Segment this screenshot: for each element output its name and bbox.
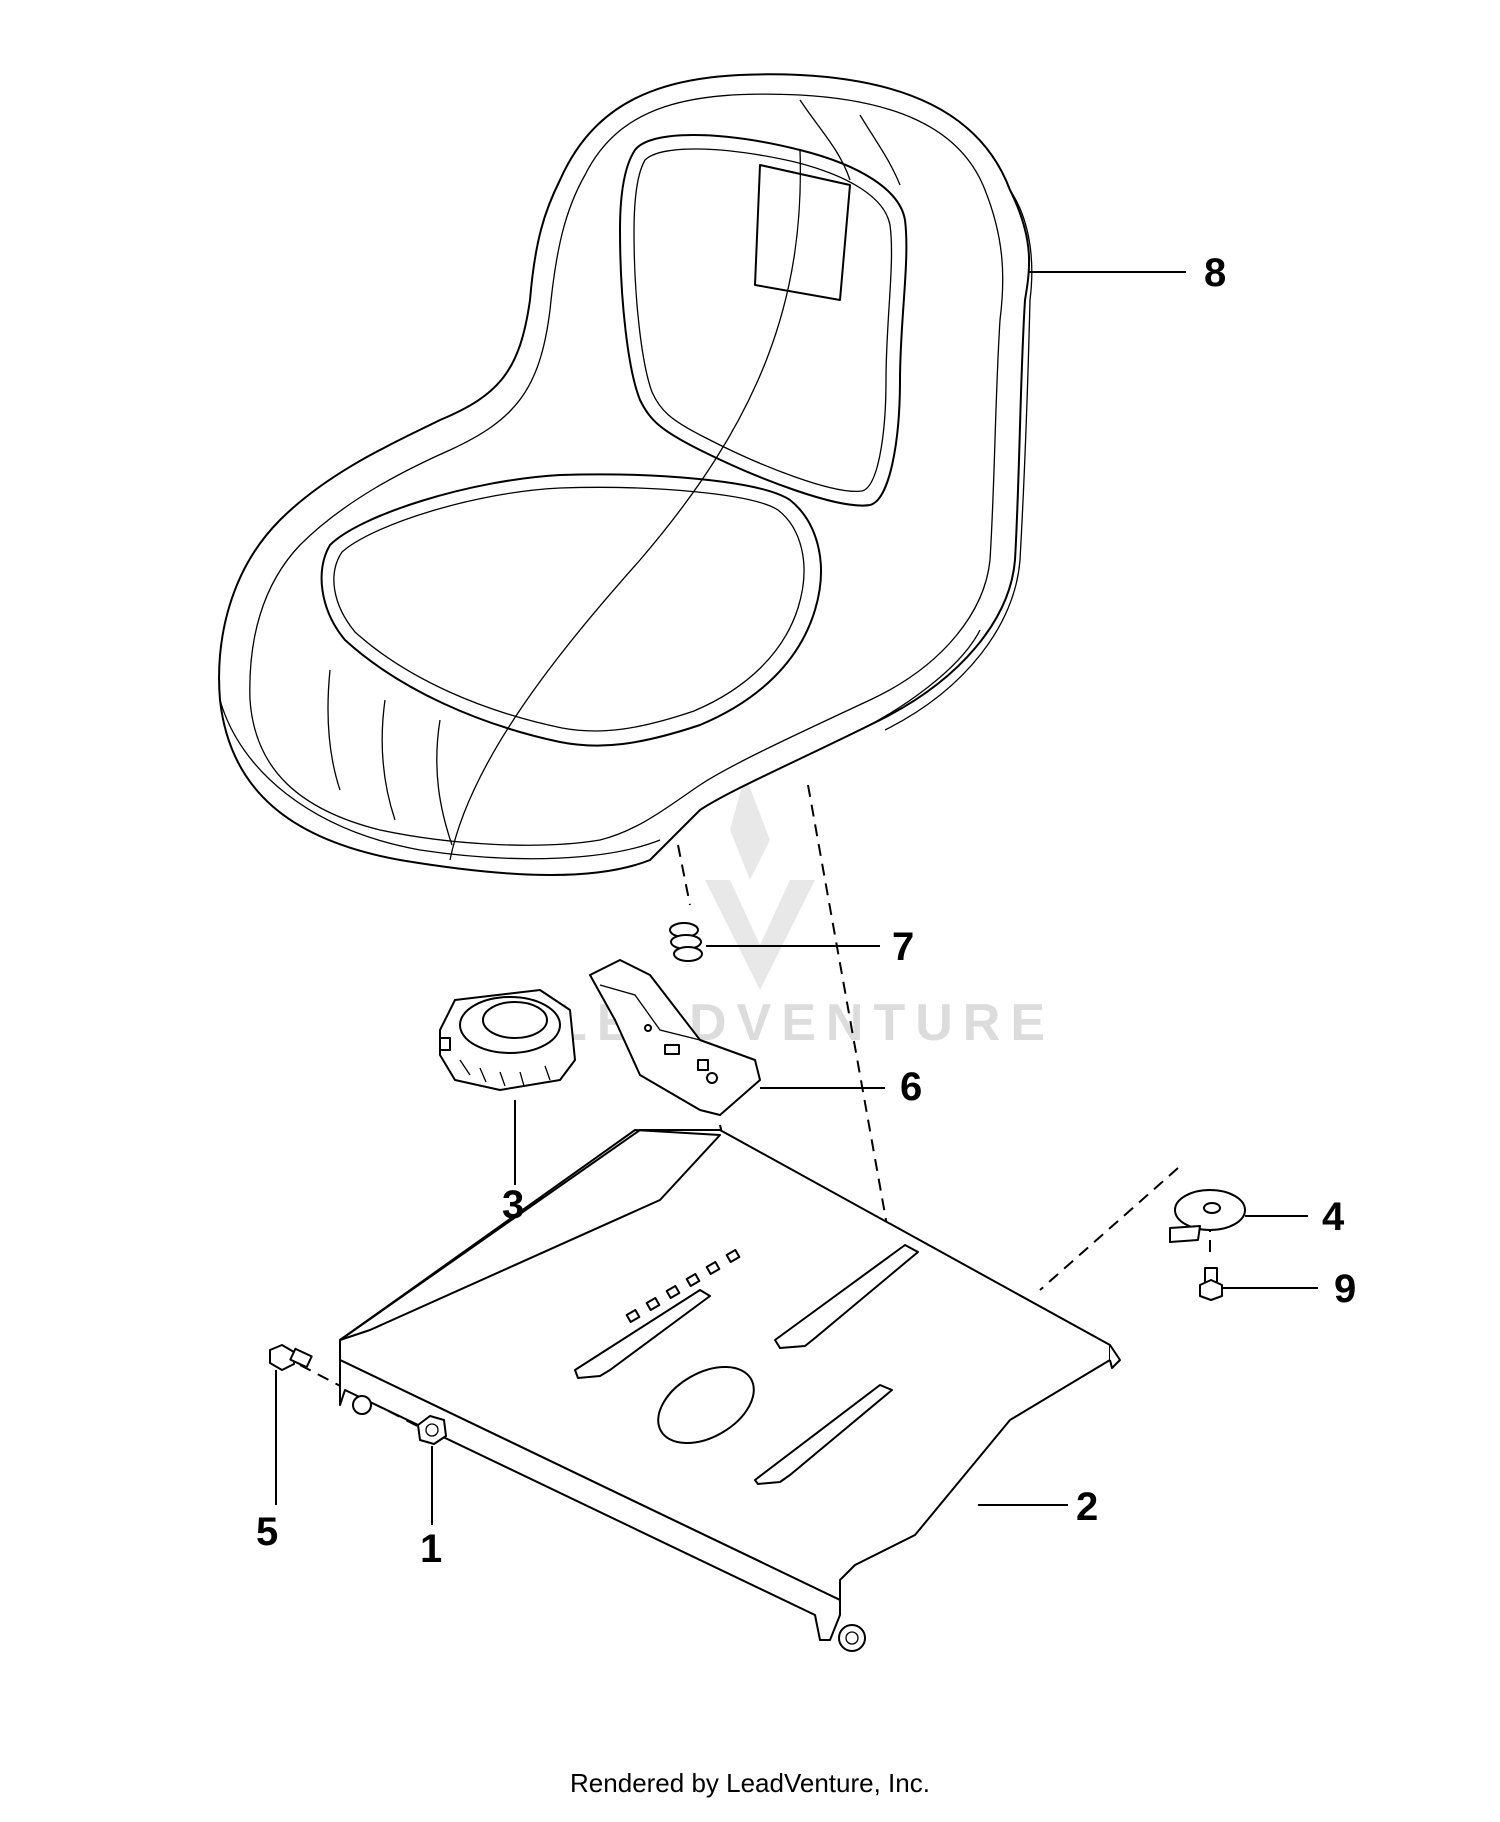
callout-5[interactable]: 5 <box>256 1510 278 1554</box>
render-credit: Rendered by LeadVenture, Inc. <box>570 1768 930 1798</box>
callout-3[interactable]: 3 <box>502 1183 524 1227</box>
callouts: 8 7 6 3 4 9 5 1 2 <box>256 251 1356 1571</box>
seat-switch[interactable] <box>439 989 576 1091</box>
callout-7[interactable]: 7 <box>892 925 914 969</box>
callout-6[interactable]: 6 <box>900 1065 922 1109</box>
washer[interactable] <box>1169 1189 1246 1243</box>
mount-line-spring <box>677 844 691 906</box>
callout-8[interactable]: 8 <box>1204 251 1226 295</box>
bolt[interactable] <box>269 1344 313 1371</box>
adjustment-holes <box>625 1249 741 1323</box>
callout-1[interactable]: 1 <box>420 1527 442 1571</box>
seat-pan[interactable] <box>339 1129 1121 1652</box>
leader-lines <box>275 271 1318 1525</box>
callout-4[interactable]: 4 <box>1322 1195 1345 1239</box>
screw[interactable] <box>1199 1267 1223 1301</box>
callout-9[interactable]: 9 <box>1334 1267 1356 1311</box>
callout-2[interactable]: 2 <box>1076 1485 1098 1529</box>
mount-line-washer <box>1039 1167 1179 1291</box>
nut[interactable] <box>417 1415 447 1445</box>
seat-bracket[interactable] <box>589 959 761 1116</box>
mount-line-seat-pan <box>807 784 896 1271</box>
spring[interactable] <box>669 922 703 962</box>
seat[interactable] <box>218 73 1033 876</box>
